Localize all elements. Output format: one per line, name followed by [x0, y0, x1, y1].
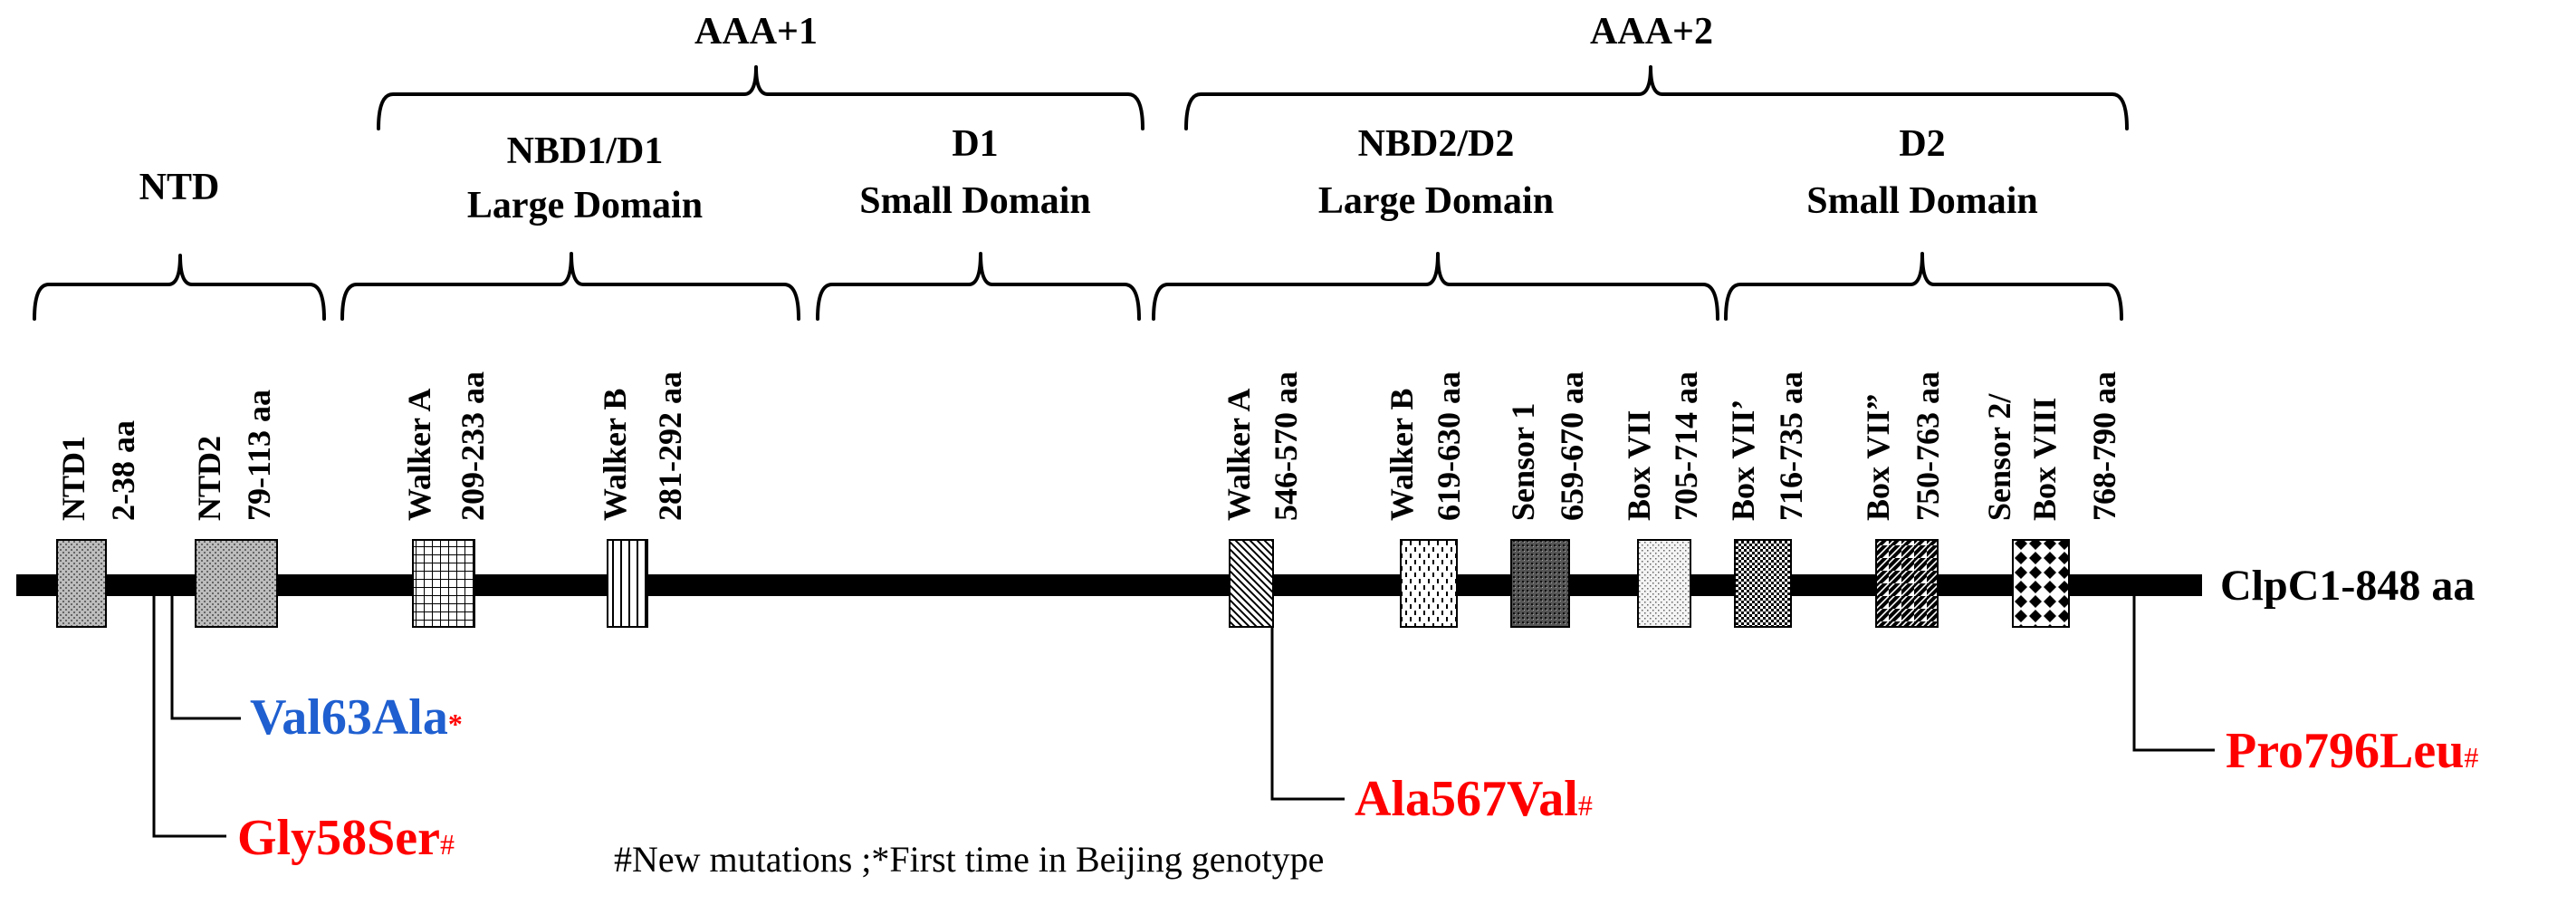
motif-range-ntd2: 79-113 aa — [241, 390, 277, 521]
brace-d2 — [1724, 252, 2123, 321]
domain-label-d2-line1: D2 — [1899, 123, 1945, 165]
motif-box-box-vii-prime — [1734, 539, 1792, 628]
domain-label-nbd2-line1: NBD2/D2 — [1358, 123, 1515, 165]
protein-backbone-line — [16, 574, 2202, 596]
domain-label-nbd1-line2: Large Domain — [467, 185, 703, 226]
domain-label-nbd2-line2: Large Domain — [1318, 180, 1554, 222]
motif-name-sensor-1: Sensor 1 — [1505, 403, 1541, 521]
motif-range-walker-b-1: 281-292 aa — [652, 371, 688, 521]
motif-range-walker-b-2: 619-630 aa — [1431, 371, 1467, 521]
motif-box-walker-b-2 — [1400, 539, 1458, 628]
motif-box-box-vii — [1637, 539, 1691, 628]
brace-nbd1 — [340, 252, 800, 321]
motif-range-box-vii: 705-714 aa — [1668, 371, 1704, 521]
motif-name-box-vii: Box VII — [1621, 410, 1657, 521]
domain-label-d1-line1: D1 — [952, 123, 998, 165]
leader-pro796leu — [2132, 596, 2215, 752]
motif-box-sensor-1 — [1510, 539, 1570, 628]
motif-range-walker-a-1: 209-233 aa — [455, 371, 491, 521]
domain-label-d2-line2: Small Domain — [1806, 180, 2038, 222]
motif-box-walker-a-2 — [1229, 539, 1274, 628]
brace-ntd — [33, 254, 326, 321]
motif-box-sensor-2-box-viii — [2012, 539, 2070, 628]
protein-length-label: ClpC1-848 aa — [2220, 562, 2475, 610]
mutation-val63ala: Val63Ala* — [250, 689, 463, 746]
brace-aaa2 — [1184, 65, 2129, 130]
motif-name-walker-a-2: Walker A — [1221, 389, 1257, 521]
motif-name-box-vii-prime: Box VII’ — [1725, 400, 1761, 521]
mutation-ala567val: Ala567Val# — [1355, 771, 1593, 827]
mutation-gly58ser-label: Gly58Ser — [237, 810, 440, 866]
motif-name-walker-a-1: Walker A — [401, 389, 437, 521]
group-label-aaa2: AAA+2 — [1590, 11, 1713, 53]
motif-name-box-vii-double-prime: Box VII” — [1860, 394, 1896, 521]
mutation-pro796leu-mark: # — [2464, 741, 2478, 774]
motif-box-ntd1 — [56, 539, 107, 628]
motif-range-box-vii-prime: 716-735 aa — [1773, 371, 1809, 521]
mutation-pro796leu-label: Pro796Leu — [2226, 723, 2464, 779]
motif-name-ntd2: NTD2 — [191, 436, 227, 521]
motif-name-ntd1: NTD1 — [55, 436, 91, 521]
motif-name-walker-b-2: Walker B — [1384, 389, 1420, 521]
domain-label-d1-line2: Small Domain — [859, 180, 1091, 222]
motif-box-walker-b-1 — [607, 539, 648, 628]
motif-range-sensor-1: 659-670 aa — [1554, 371, 1590, 521]
motif-name-walker-b-1: Walker B — [597, 389, 633, 521]
mutation-gly58ser-mark: # — [440, 828, 455, 861]
leader-gly58ser — [152, 596, 226, 838]
group-label-aaa1: AAA+1 — [694, 11, 818, 53]
mutation-pro796leu: Pro796Leu# — [2226, 723, 2478, 779]
motif-range-box-vii-double-prime: 750-763 aa — [1910, 371, 1946, 521]
domain-label-ntd: NTD — [139, 167, 220, 208]
motif-range-ntd1: 2-38 aa — [105, 420, 141, 521]
mutation-ala567val-mark: # — [1578, 789, 1593, 822]
motif-range-sensor-2-box-viii: 768-790 aa — [2086, 371, 2122, 521]
motif-name-sensor-2: Sensor 2/ — [1981, 393, 2017, 521]
mutation-val63ala-mark: * — [448, 708, 463, 740]
motif-box-walker-a-1 — [412, 539, 475, 628]
brace-d1 — [816, 252, 1141, 321]
motif-box-box-vii-double-prime — [1875, 539, 1939, 628]
domain-label-nbd1-line1: NBD1/D1 — [507, 130, 664, 172]
motif-range-walker-a-2: 546-570 aa — [1268, 371, 1304, 521]
leader-val63ala — [170, 596, 241, 720]
motif-box-ntd2 — [195, 539, 278, 628]
mutation-gly58ser: Gly58Ser# — [237, 810, 455, 866]
brace-aaa1 — [377, 65, 1144, 130]
brace-nbd2 — [1152, 252, 1719, 321]
mutation-ala567val-label: Ala567Val — [1355, 771, 1578, 827]
motif-name-box-viii: Box VIII — [2026, 398, 2063, 521]
mutation-val63ala-label: Val63Ala — [250, 689, 448, 746]
footnote: #New mutations ;*First time in Beijing g… — [614, 839, 1324, 880]
leader-ala567val — [1270, 627, 1345, 801]
